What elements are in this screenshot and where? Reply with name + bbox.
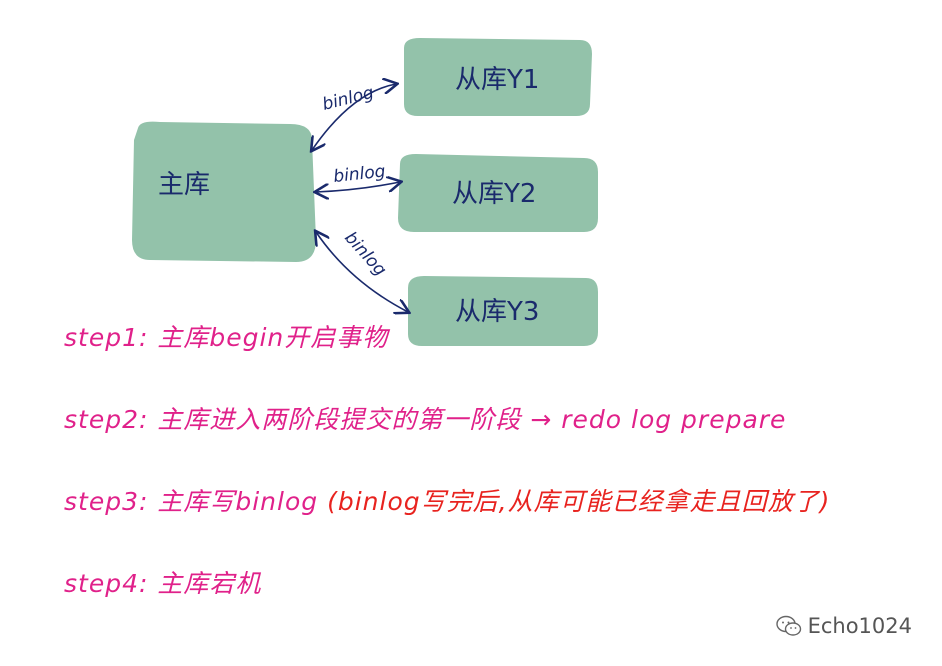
step-4-text: 主库宕机: [157, 569, 262, 598]
step-2-extra: → redo log prepare: [530, 405, 787, 434]
slave3-node: 从库Y3: [408, 276, 598, 346]
edge-label-slave1: binlog: [320, 83, 376, 115]
slave3-node-label: 从库Y3: [455, 297, 539, 327]
edge-master-slave1: binlog: [312, 83, 396, 150]
step-1-label: step1:: [64, 323, 149, 352]
slave1-node: 从库Y1: [404, 38, 592, 116]
edge-master-slave3: binlog: [316, 228, 408, 312]
master-node-label: 主库: [158, 170, 210, 200]
edge-label-slave3: binlog: [340, 228, 390, 280]
step-2-label: step2:: [64, 405, 149, 434]
step-3: step3: 主库写binlog (binlog写完后,从库可能已经拿走且回放了…: [64, 482, 830, 518]
step-1: step1: 主库begin开启事物: [64, 318, 388, 354]
slave2-node-label: 从库Y2: [452, 179, 536, 209]
step-1-text: 主库begin开启事物: [157, 323, 389, 352]
edge-master-slave2: binlog: [316, 162, 400, 192]
step-2-text: 主库进入两阶段提交的第一阶段: [157, 405, 522, 434]
step-3-note: (binlog写完后,从库可能已经拿走且回放了): [327, 487, 831, 516]
step-4: step4: 主库宕机: [64, 564, 261, 600]
watermark-text: Echo1024: [807, 614, 912, 638]
step-2: step2: 主库进入两阶段提交的第一阶段 → redo log prepare: [64, 400, 786, 436]
watermark: Echo1024: [775, 614, 912, 638]
slave1-node-label: 从库Y1: [455, 65, 539, 95]
wechat-icon: [775, 615, 801, 636]
slave2-node: 从库Y2: [398, 154, 598, 232]
step-4-label: step4:: [64, 569, 149, 598]
edge-label-slave2: binlog: [332, 162, 386, 187]
step-3-label: step3:: [64, 487, 149, 516]
step-3-text: 主库写binlog: [157, 487, 319, 516]
master-node: 主库: [132, 121, 316, 262]
